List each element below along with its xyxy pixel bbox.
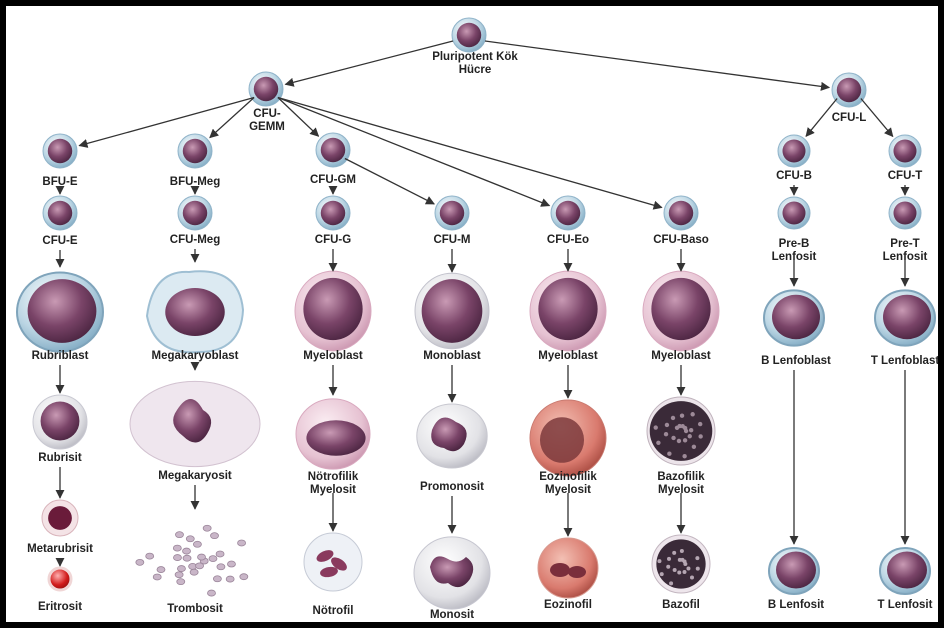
node-myeloblast-baso: Myeloblast — [625, 341, 737, 371]
node-label: BFU-Meg — [170, 176, 220, 189]
node-label: Pre-T Lenfosit — [883, 238, 928, 264]
node-label: B Lenfosit — [768, 599, 824, 612]
node-b-lenfosit: B Lenfosit — [740, 590, 852, 620]
node-label: Pluripotent Kök Hücre — [419, 51, 531, 77]
node-label: CFU-Eo — [547, 234, 589, 247]
node-label: Pre-B Lenfosit — [772, 238, 817, 264]
node-cfu-t: CFU-T — [849, 161, 938, 191]
node-notrofilik-myelosit: Nötrofilik Myelosit — [277, 469, 389, 499]
node-eozinofil: Eozinofil — [512, 590, 624, 620]
node-label: Monoblast — [423, 350, 481, 363]
node-label: Eozinofil — [544, 599, 592, 612]
node-label: Myeloblast — [538, 350, 597, 363]
node-bazofilik-myelosit: Bazofilik Myelosit — [625, 469, 737, 499]
node-label: CFU-B — [776, 170, 812, 183]
node-cfu-eo: CFU-Eo — [512, 225, 624, 255]
node-monosit: Monosit — [396, 600, 508, 622]
node-label: Rubrisit — [38, 452, 81, 465]
node-label: Bazofilik Myelosit — [657, 471, 704, 497]
arrow-pluripotent-to-cfu-l — [485, 41, 829, 87]
node-label: Metarubrisit — [27, 543, 93, 556]
node-label: CFU- GEMM — [249, 108, 285, 134]
node-label: Megakaryosit — [158, 470, 232, 483]
node-cfu-gm: CFU-GM — [277, 165, 389, 195]
node-monoblast: Monoblast — [396, 341, 508, 371]
node-cfu-e: CFU-E — [6, 226, 116, 256]
node-label: Megakaryoblast — [152, 350, 239, 363]
node-cfu-baso: CFU-Baso — [625, 225, 737, 255]
node-label: Nötrofil — [313, 605, 354, 618]
node-label: Monosit — [430, 609, 474, 622]
node-bfu-e: BFU-E — [6, 167, 116, 197]
node-t-lenfoblast: T Lenfoblast — [849, 346, 938, 376]
node-label: Myeloblast — [651, 350, 710, 363]
node-label: CFU-Meg — [170, 234, 220, 247]
node-label: Myeloblast — [303, 350, 362, 363]
node-myeloblast-g: Myeloblast — [277, 341, 389, 371]
node-pluripotent: Pluripotent Kök Hücre — [419, 49, 531, 79]
node-label: Nötrofilik Myelosit — [308, 471, 358, 497]
node-label: Bazofil — [662, 599, 700, 612]
node-bazofil: Bazofil — [625, 590, 737, 620]
arrow-layer — [6, 6, 938, 622]
node-notrofil: Nötrofil — [277, 596, 389, 622]
node-pre-b: Pre-B Lenfosit — [738, 236, 850, 266]
node-bfu-meg: BFU-Meg — [139, 167, 251, 197]
node-b-lenfoblast: B Lenfoblast — [740, 346, 852, 376]
node-cfu-gemm: CFU- GEMM — [211, 106, 323, 136]
node-label: Trombosit — [167, 603, 223, 616]
node-trombosit: Trombosit — [139, 594, 251, 622]
node-label: CFU-G — [315, 234, 351, 247]
node-label: T Lenfoblast — [871, 355, 938, 368]
node-promonosit: Promonosit — [396, 472, 508, 502]
node-label: CFU-E — [42, 235, 77, 248]
node-label: T Lenfosit — [878, 599, 933, 612]
node-label: Promonosit — [420, 481, 484, 494]
node-label: CFU-L — [832, 112, 867, 125]
node-metarubrisit: Metarubrisit — [6, 534, 116, 564]
node-eozinofilik-myelosit: Eozinofilik Myelosit — [512, 469, 624, 499]
node-label: CFU-T — [888, 170, 923, 183]
node-cfu-b: CFU-B — [738, 161, 850, 191]
node-rubriblast: Rubriblast — [6, 341, 116, 371]
node-label: Rubriblast — [32, 350, 89, 363]
node-label: BFU-E — [42, 176, 77, 189]
node-eritrosit: Eritrosit — [6, 592, 116, 622]
node-label: CFU-Baso — [653, 234, 709, 247]
node-myeloblast-eo: Myeloblast — [512, 341, 624, 371]
node-cfu-meg: CFU-Meg — [139, 225, 251, 255]
node-cfu-l: CFU-L — [793, 103, 905, 133]
node-cfu-m: CFU-M — [396, 225, 508, 255]
diagram-canvas: Pluripotent Kök Hücre CFU- GEMM CFU-L BF… — [6, 6, 938, 622]
node-label: CFU-M — [433, 234, 470, 247]
node-label: B Lenfoblast — [761, 355, 831, 368]
node-label: Eritrosit — [38, 601, 82, 614]
node-pre-t: Pre-T Lenfosit — [849, 236, 938, 266]
node-rubrisit: Rubrisit — [6, 443, 116, 473]
node-t-lenfosit: T Lenfosit — [849, 590, 938, 620]
node-cfu-g: CFU-G — [277, 225, 389, 255]
node-label: CFU-GM — [310, 174, 356, 187]
node-label: Eozinofilik Myelosit — [539, 471, 597, 497]
node-megakaryosit: Megakaryosit — [139, 461, 251, 491]
node-megakaryoblast: Megakaryoblast — [139, 341, 251, 371]
